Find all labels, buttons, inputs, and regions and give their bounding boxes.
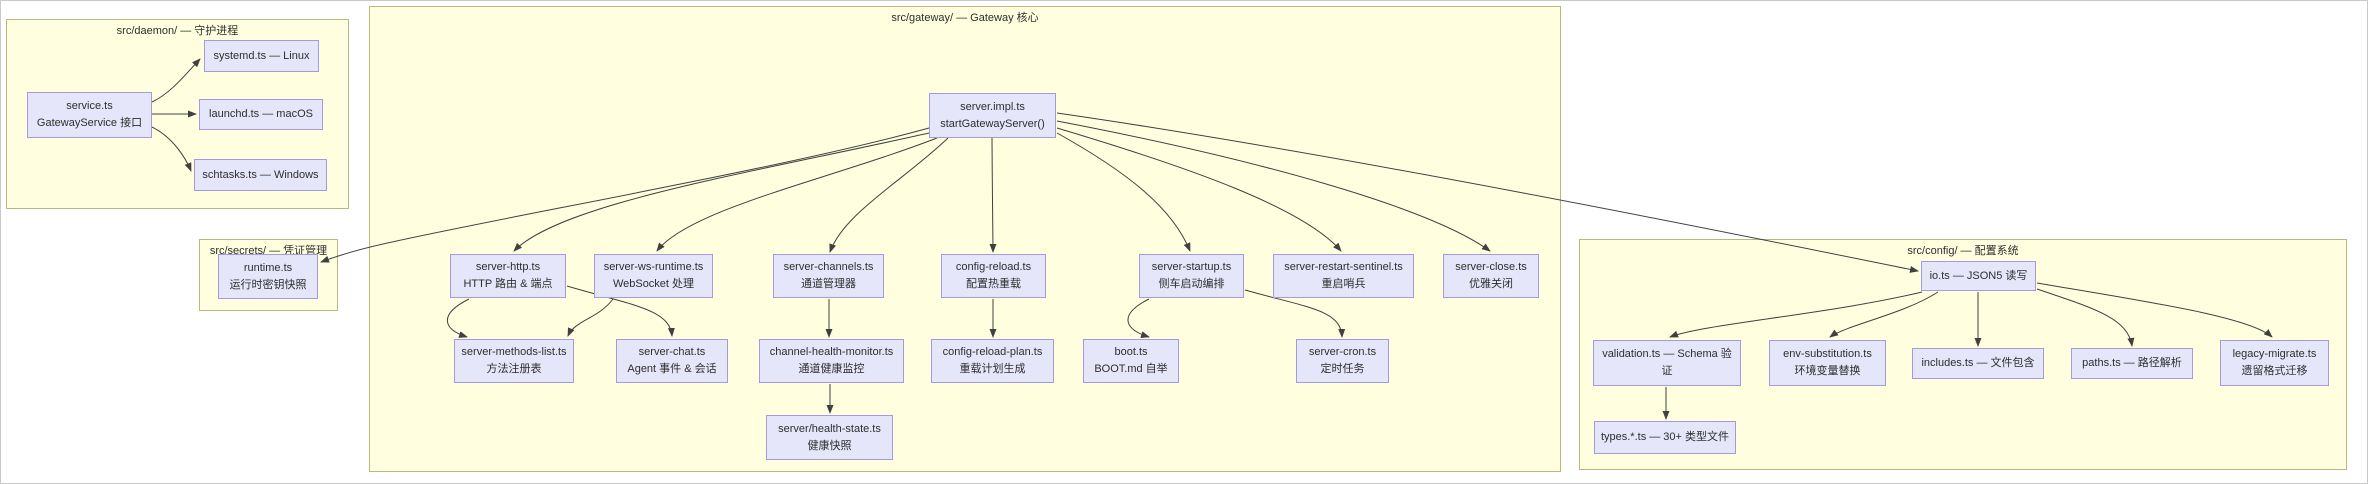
node-sentinel: server-restart-sentinel.ts 重启哨兵 — [1273, 254, 1414, 298]
node-legacy-line1: legacy-migrate.ts — [2232, 348, 2317, 360]
node-channels: server-channels.ts 通道管理器 — [773, 254, 884, 298]
node-http-line1: server-http.ts — [475, 261, 541, 273]
node-schtasks-line1: schtasks.ts — Windows — [202, 168, 319, 181]
node-boot: boot.ts BOOT.md 自举 — [1083, 339, 1179, 383]
node-legacy-line2: 遗留格式迁移 — [2241, 365, 2308, 377]
cluster-daemon-title: src/daemon/ — 守护进程 — [116, 25, 239, 37]
node-types-line1: types.*.ts — 30+ 类型文件 — [1600, 431, 1730, 443]
node-service-line2: GatewayService 接口 — [36, 117, 143, 129]
node-env: env-substitution.ts 环境变量替换 — [1769, 340, 1886, 386]
node-http-line2: HTTP 路由 & 端点 — [463, 278, 553, 290]
node-env-line1: env-substitution.ts — [1783, 348, 1872, 360]
node-reload: config-reload.ts 配置热重载 — [941, 254, 1046, 298]
node-methods-line2: 方法注册表 — [486, 363, 542, 375]
node-chat-line1: server-chat.ts — [638, 346, 706, 358]
node-close-line1: server-close.ts — [1455, 261, 1527, 273]
node-impl: server.impl.ts startGatewayServer() — [929, 93, 1056, 138]
node-healthstate-line1: server/health-state.ts — [778, 422, 881, 435]
cluster-gateway: src/gateway/ — Gateway 核心 — [369, 6, 1561, 472]
node-sentinel-line1: server-restart-sentinel.ts — [1284, 261, 1403, 273]
node-healthstate-line2: 健康快照 — [807, 439, 852, 452]
node-systemd-line1: systemd.ts — Linux — [213, 49, 310, 62]
node-monitor-line2: 通道健康监控 — [798, 363, 865, 375]
cluster-config-title: src/config/ — 配置系统 — [1907, 245, 2019, 257]
cluster-gateway-title: src/gateway/ — Gateway 核心 — [891, 12, 1039, 24]
node-http: server-http.ts HTTP 路由 & 端点 — [450, 254, 566, 298]
node-validation: validation.ts — Schema 验证 — [1593, 340, 1741, 386]
node-impl-line2: startGatewayServer() — [940, 117, 1045, 130]
node-reload-line2: 配置热重载 — [966, 278, 1021, 290]
node-chat: server-chat.ts Agent 事件 & 会话 — [616, 339, 728, 383]
node-runtime: runtime.ts 运行时密钥快照 — [218, 254, 318, 299]
node-methods-line1: server-methods-list.ts — [461, 346, 567, 358]
node-paths-line1: paths.ts — 路径解析 — [2082, 357, 2182, 369]
node-systemd: systemd.ts — Linux — [204, 40, 319, 72]
node-reloadplan: config-reload-plan.ts 重载计划生成 — [931, 339, 1054, 383]
node-includes-line1: includes.ts — 文件包含 — [1921, 357, 2035, 369]
node-validation-line1: validation.ts — Schema 验证 — [1602, 348, 1732, 377]
node-sentinel-line2: 重启哨兵 — [1321, 278, 1366, 290]
node-cron: server-cron.ts 定时任务 — [1296, 339, 1389, 383]
node-startup: server-startup.ts 侧车启动编排 — [1139, 254, 1244, 298]
node-close-line2: 优雅关闭 — [1469, 278, 1513, 290]
node-service: service.ts GatewayService 接口 — [27, 92, 152, 138]
node-reloadplan-line2: 重载计划生成 — [959, 363, 1026, 375]
node-io-line1: io.ts — JSON5 读写 — [1929, 269, 2028, 282]
node-types: types.*.ts — 30+ 类型文件 — [1594, 421, 1736, 454]
node-chat-line2: Agent 事件 & 会话 — [627, 363, 717, 375]
node-healthstate: server/health-state.ts 健康快照 — [766, 415, 893, 460]
node-monitor-line1: channel-health-monitor.ts — [769, 346, 894, 358]
node-impl-line1: server.impl.ts — [960, 100, 1025, 113]
node-ws: server-ws-runtime.ts WebSocket 处理 — [594, 254, 713, 298]
node-schtasks: schtasks.ts — Windows — [194, 159, 327, 191]
node-launchd: launchd.ts — macOS — [199, 99, 323, 130]
node-startup-line1: server-startup.ts — [1151, 261, 1232, 273]
node-boot-line2: BOOT.md 自举 — [1094, 363, 1168, 375]
node-cron-line2: 定时任务 — [1320, 363, 1365, 375]
node-cron-line1: server-cron.ts — [1308, 346, 1377, 358]
node-io: io.ts — JSON5 读写 — [1921, 261, 2036, 291]
node-ws-line1: server-ws-runtime.ts — [603, 261, 704, 273]
node-startup-line2: 侧车启动编排 — [1158, 278, 1225, 290]
node-ws-line2: WebSocket 处理 — [612, 278, 695, 290]
node-channels-line1: server-channels.ts — [783, 261, 874, 273]
node-methods: server-methods-list.ts 方法注册表 — [454, 339, 574, 383]
node-launchd-line1: launchd.ts — macOS — [209, 108, 313, 120]
node-runtime-line1: runtime.ts — [243, 261, 293, 274]
node-monitor: channel-health-monitor.ts 通道健康监控 — [759, 339, 904, 383]
node-legacy: legacy-migrate.ts 遗留格式迁移 — [2220, 340, 2329, 386]
node-channels-line2: 通道管理器 — [801, 278, 856, 290]
node-includes: includes.ts — 文件包含 — [1912, 348, 2044, 379]
node-reloadplan-line1: config-reload-plan.ts — [942, 346, 1043, 358]
node-boot-line1: boot.ts — [1114, 346, 1148, 358]
node-env-line2: 环境变量替换 — [1794, 365, 1861, 377]
node-service-line1: service.ts — [66, 100, 113, 112]
node-reload-line1: config-reload.ts — [955, 261, 1032, 273]
node-paths: paths.ts — 路径解析 — [2071, 348, 2193, 379]
node-runtime-line2: 运行时密钥快照 — [229, 278, 307, 291]
node-close: server-close.ts 优雅关闭 — [1443, 254, 1539, 298]
